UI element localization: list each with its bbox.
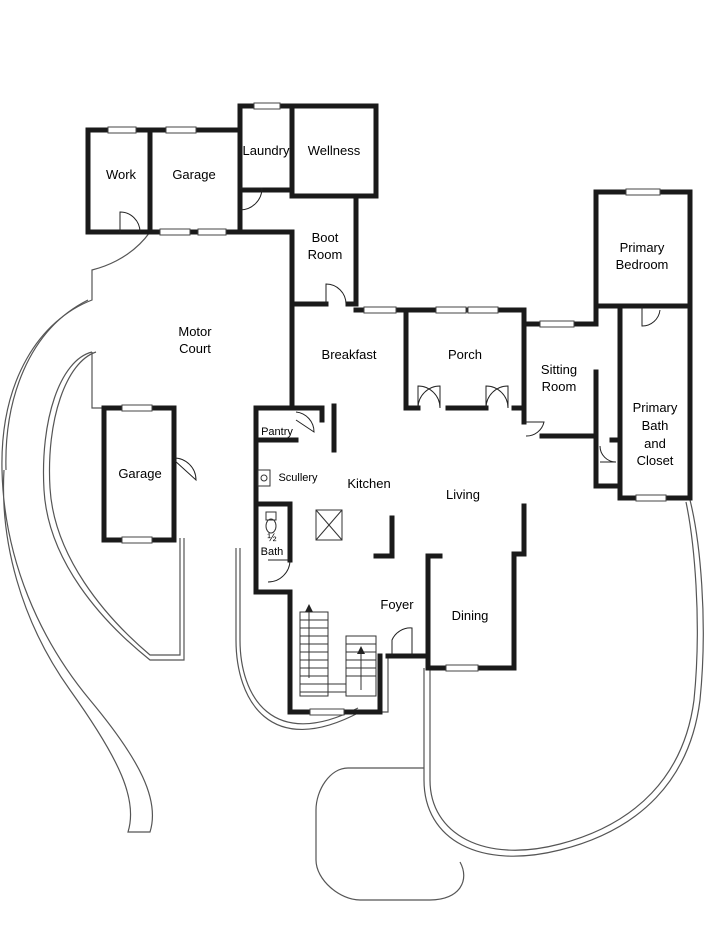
toilet-tank-icon [265, 511, 277, 521]
staircase [299, 604, 377, 697]
room-label-primary-bedroom-1: Primary [620, 240, 665, 255]
room-label-sitting-room-1: Sitting [541, 362, 577, 377]
room-label-motor-court-1: Motor [178, 324, 212, 339]
room-label-living: Living [446, 487, 480, 502]
room-label-breakfast: Breakfast [322, 347, 377, 362]
room-label-boot-room-1: Boot [312, 230, 339, 245]
walls [85, 103, 693, 715]
windows [107, 102, 667, 716]
room-label-motor-court-2: Court [179, 341, 211, 356]
room-label-half-bath-2: Bath [261, 546, 284, 558]
room-label-laundry: Laundry [243, 143, 290, 158]
sink-icon [257, 469, 271, 487]
room-label-wellness: Wellness [308, 143, 361, 158]
room-label-pantry: Pantry [261, 426, 293, 438]
toilet-icon [265, 518, 277, 534]
room-label-half-bath-1: ½ [267, 532, 276, 544]
room-label-sitting-room-2: Room [542, 379, 577, 394]
room-label-kitchen: Kitchen [347, 476, 390, 491]
room-label-primary-bath-4: Closet [637, 453, 674, 468]
room-label-work: Work [106, 167, 137, 182]
room-label-scullery: Scullery [278, 472, 318, 484]
room-label-garage-top: Garage [172, 167, 215, 182]
fixtures [257, 469, 377, 697]
room-label-primary-bath-3: and [644, 436, 666, 451]
room-label-primary-bath-2: Bath [642, 418, 669, 433]
room-label-primary-bath-1: Primary [633, 400, 678, 415]
room-labels: Work Garage Laundry Wellness Boot Room P… [106, 143, 678, 623]
driveway-outlines [1, 231, 704, 901]
range-hood-icon [315, 509, 343, 541]
doors [119, 187, 661, 656]
room-label-porch: Porch [448, 347, 482, 362]
room-label-boot-room-2: Room [308, 247, 343, 262]
room-label-garage-bottom: Garage [118, 466, 161, 481]
room-label-dining: Dining [452, 608, 489, 623]
room-label-primary-bedroom-2: Bedroom [616, 257, 669, 272]
room-label-foyer: Foyer [380, 597, 414, 612]
